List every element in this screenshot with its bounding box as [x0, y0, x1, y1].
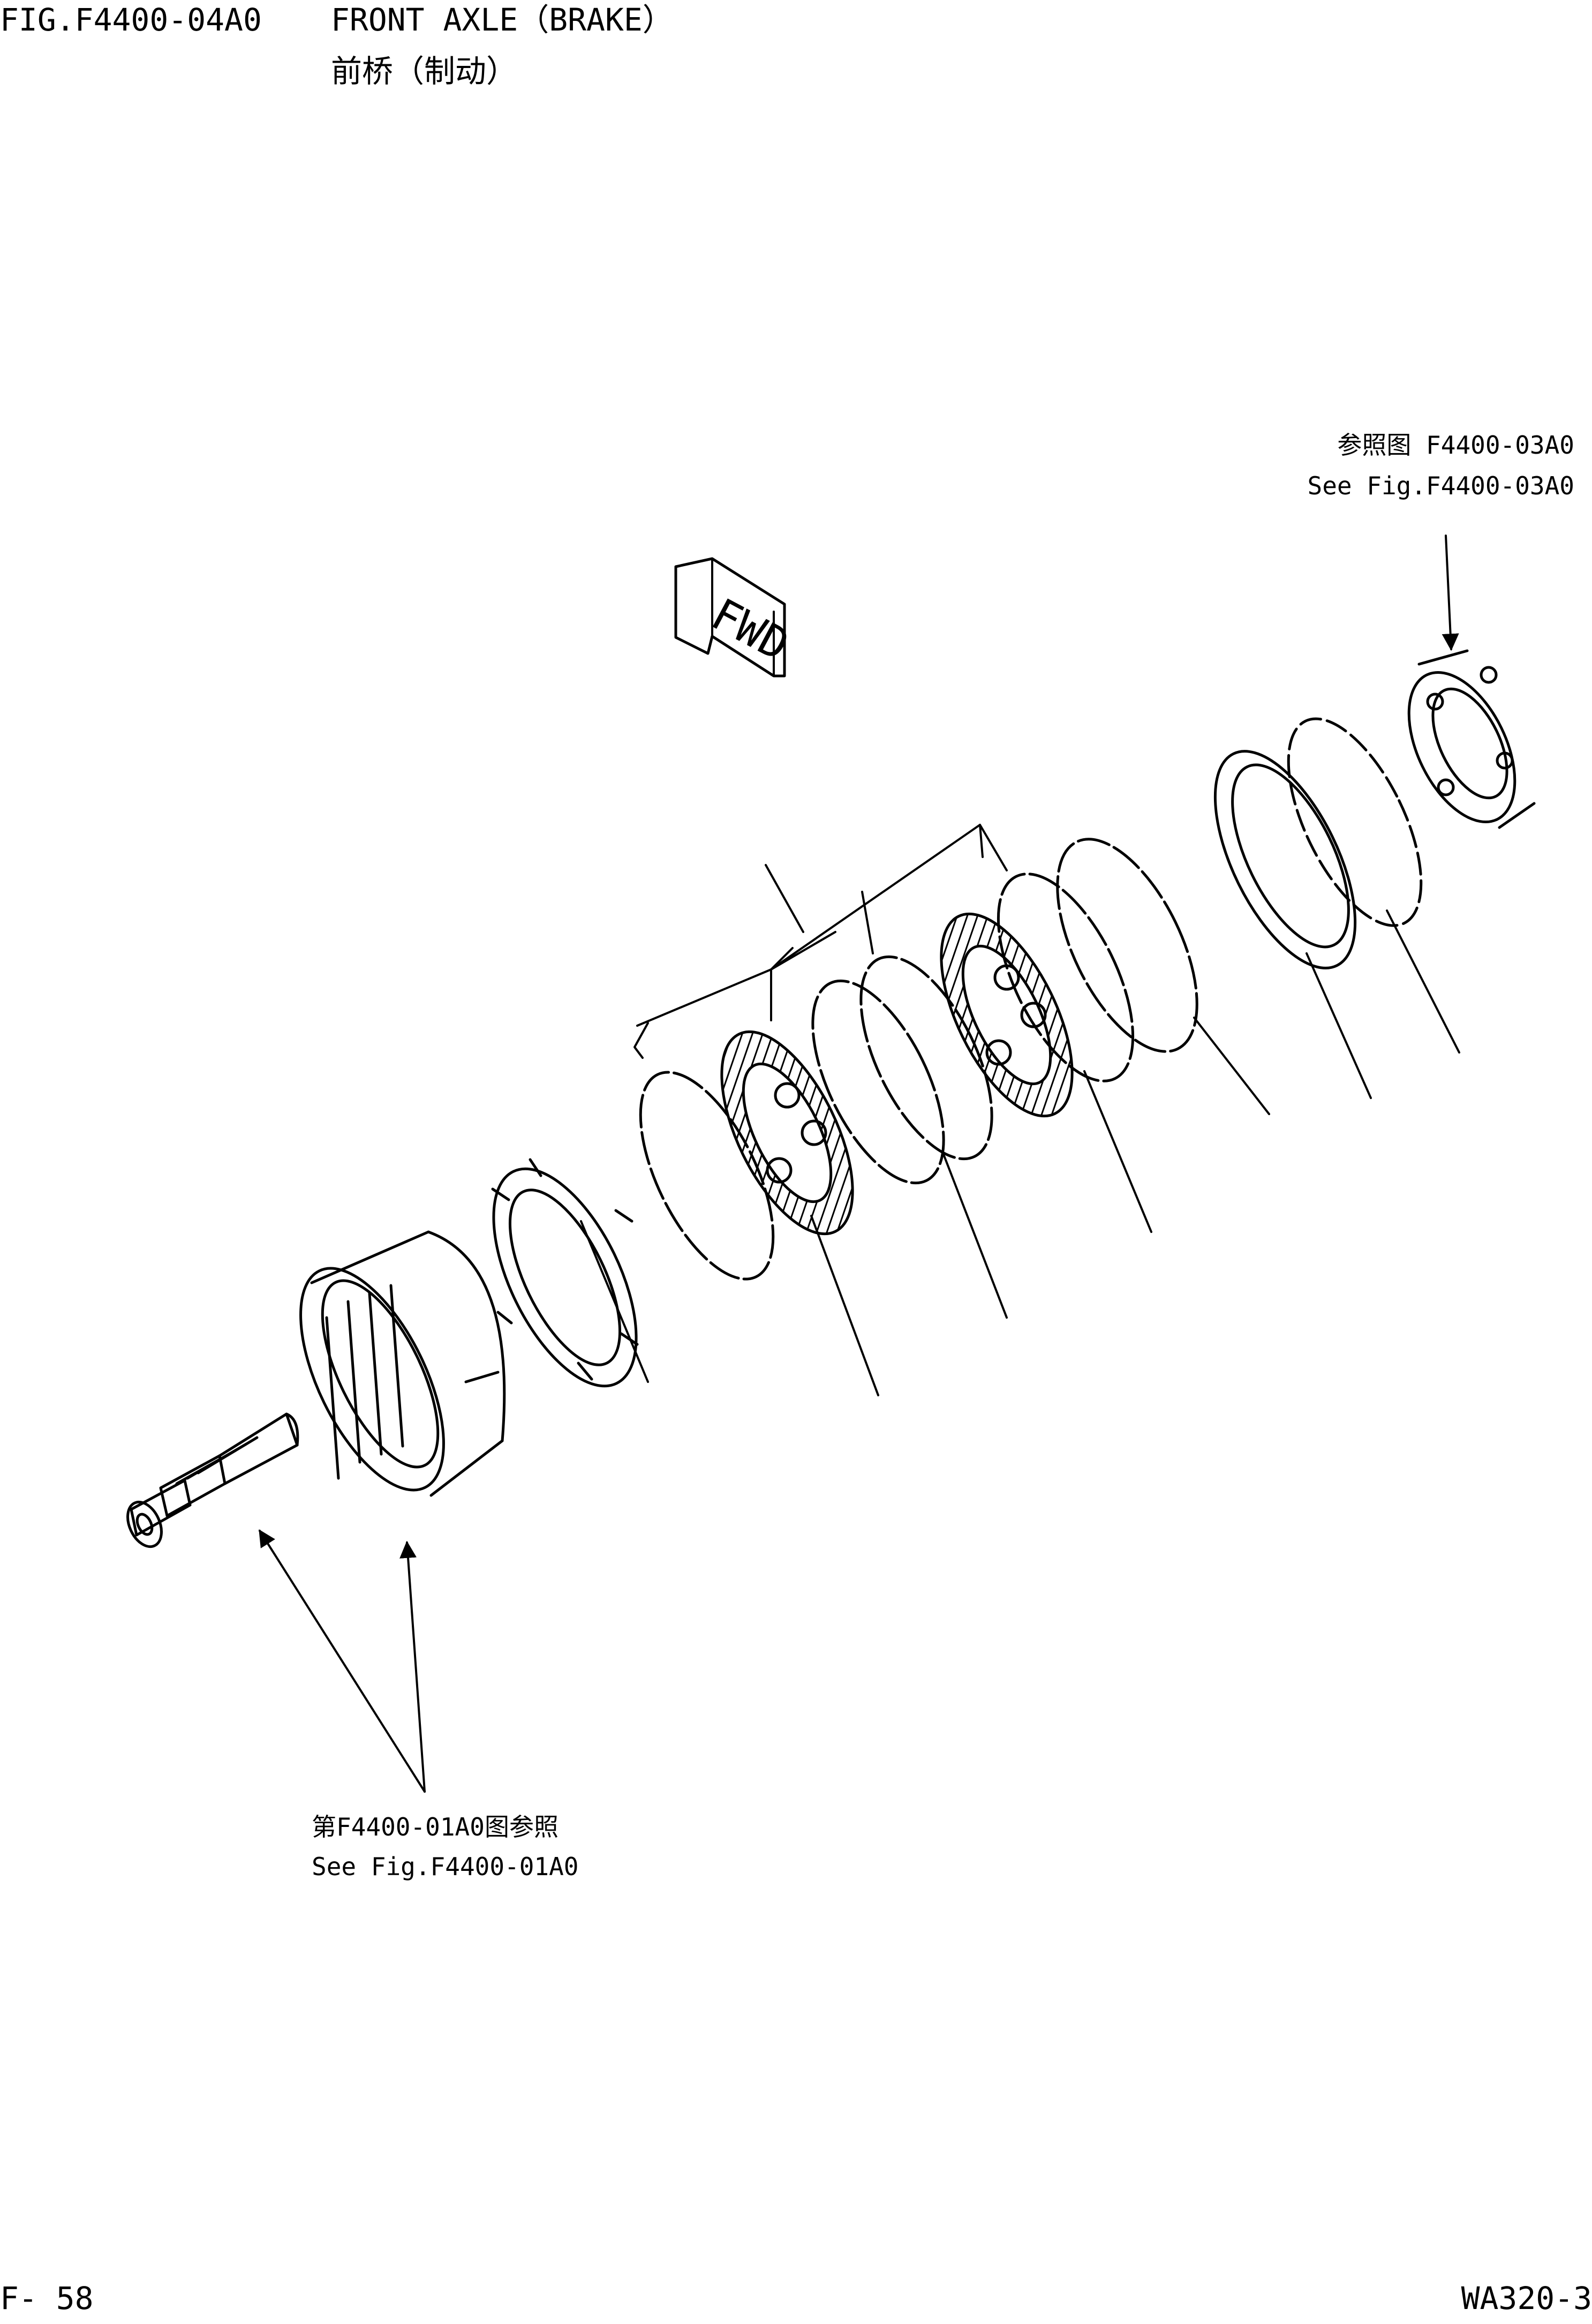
title-chinese: 前桥（制动）	[331, 53, 518, 89]
fwd-marker: FWD	[674, 557, 797, 678]
retainer-plate	[491, 1158, 639, 1388]
reference-arrows	[259, 535, 1459, 1793]
separator-plate-4	[997, 873, 1135, 1082]
ref-upper-zh: 参照图 F4400-03A0	[1337, 431, 1574, 460]
model-number: WA320-3	[1461, 2280, 1592, 2317]
fwd-label: FWD	[703, 589, 797, 671]
separator-plate-2	[811, 979, 945, 1185]
page-number: F- 58	[0, 2280, 94, 2317]
ring-gear	[299, 1230, 506, 1497]
brake-disc-stack	[639, 838, 1198, 1281]
ref-arrow-shaft	[259, 1529, 426, 1793]
ref-lower-zh: 第F4400-01A0图参照	[312, 1812, 559, 1841]
ref-arrow-upper	[1442, 535, 1459, 651]
pinion-shaft	[126, 1412, 299, 1548]
callout-lines	[580, 824, 1460, 1396]
ref-upper-en: See Fig.F4400-03A0	[1307, 471, 1575, 500]
title-english: FRONT AXLE（BRAKE）	[331, 2, 674, 38]
brake-housing	[1407, 649, 1536, 829]
ref-arrow-ring	[399, 1540, 426, 1793]
figure-id: FIG.F4400-04A0	[0, 2, 262, 38]
brake-piston	[1213, 717, 1423, 969]
separator-plate-5	[1056, 838, 1198, 1053]
ref-lower-en: See Fig.F4400-01A0	[312, 1852, 579, 1881]
